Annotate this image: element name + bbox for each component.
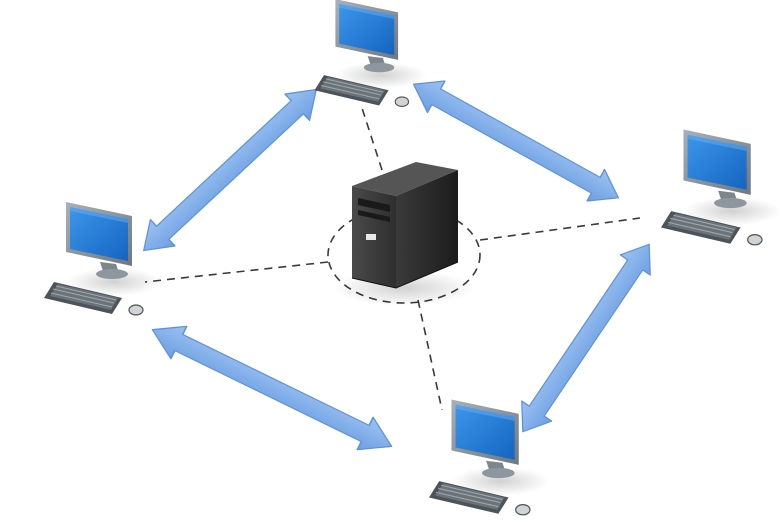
arrow-left-bottom	[143, 312, 401, 464]
connection-server-top	[361, 107, 383, 171]
desktop-computer-icon	[43, 201, 163, 316]
server-tower-icon	[334, 162, 474, 306]
workstation-right	[660, 128, 782, 246]
workstation-top	[313, 0, 428, 108]
connection-server-bottom	[417, 299, 443, 411]
workstation-left	[43, 201, 163, 316]
arrow-top-left	[130, 75, 330, 265]
connection-server-right	[479, 217, 641, 241]
desktop-computer-icon	[313, 0, 428, 108]
arrow-right-bottom	[507, 233, 665, 443]
desktop-computer-icon	[660, 128, 782, 246]
connection-server-left	[144, 261, 329, 283]
